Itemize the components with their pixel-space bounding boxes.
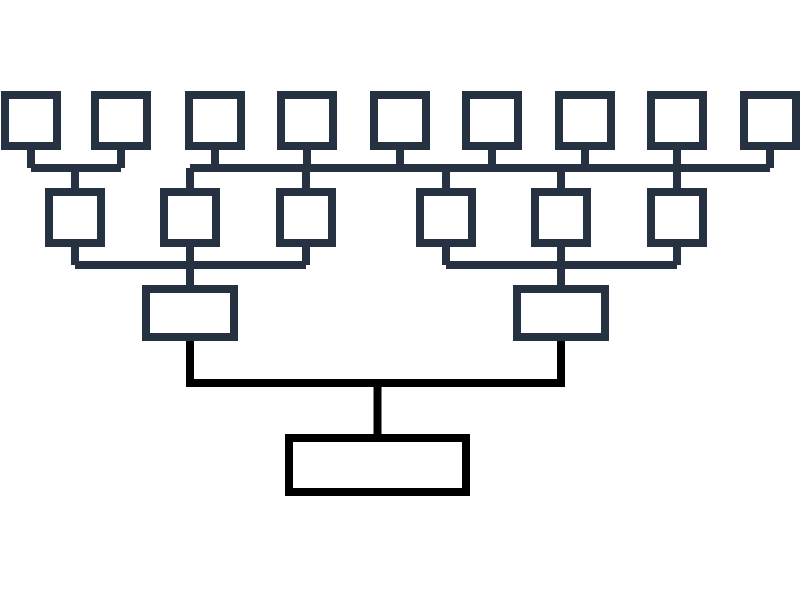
mid-connector [442, 243, 681, 289]
leaf-connector [27, 146, 125, 192]
mid-node [416, 188, 476, 247]
mid-node [45, 188, 105, 247]
leaf-node [370, 91, 430, 150]
mid-connector [71, 243, 310, 289]
connector-layer [27, 146, 774, 438]
leaf-node [462, 91, 522, 150]
mid-node [276, 188, 336, 247]
leaf-connector [442, 146, 681, 192]
mid-node [160, 188, 220, 247]
mid-node [647, 188, 707, 247]
leaf-node [91, 91, 151, 150]
root-node [285, 434, 470, 496]
leaf-node [1, 91, 61, 150]
leaf-node [555, 91, 615, 150]
leaf-node [185, 91, 245, 150]
leaf-node [277, 91, 337, 150]
leaf-node [740, 91, 800, 150]
leaf-connector [673, 146, 774, 192]
sub-node [513, 285, 609, 341]
sub-node [142, 285, 238, 341]
mid-node [531, 188, 591, 247]
leaf-connector [302, 146, 496, 192]
leaf-connector [186, 146, 311, 192]
leaf-node [647, 91, 707, 150]
node-layer [1, 91, 800, 496]
root-connector [186, 337, 565, 438]
